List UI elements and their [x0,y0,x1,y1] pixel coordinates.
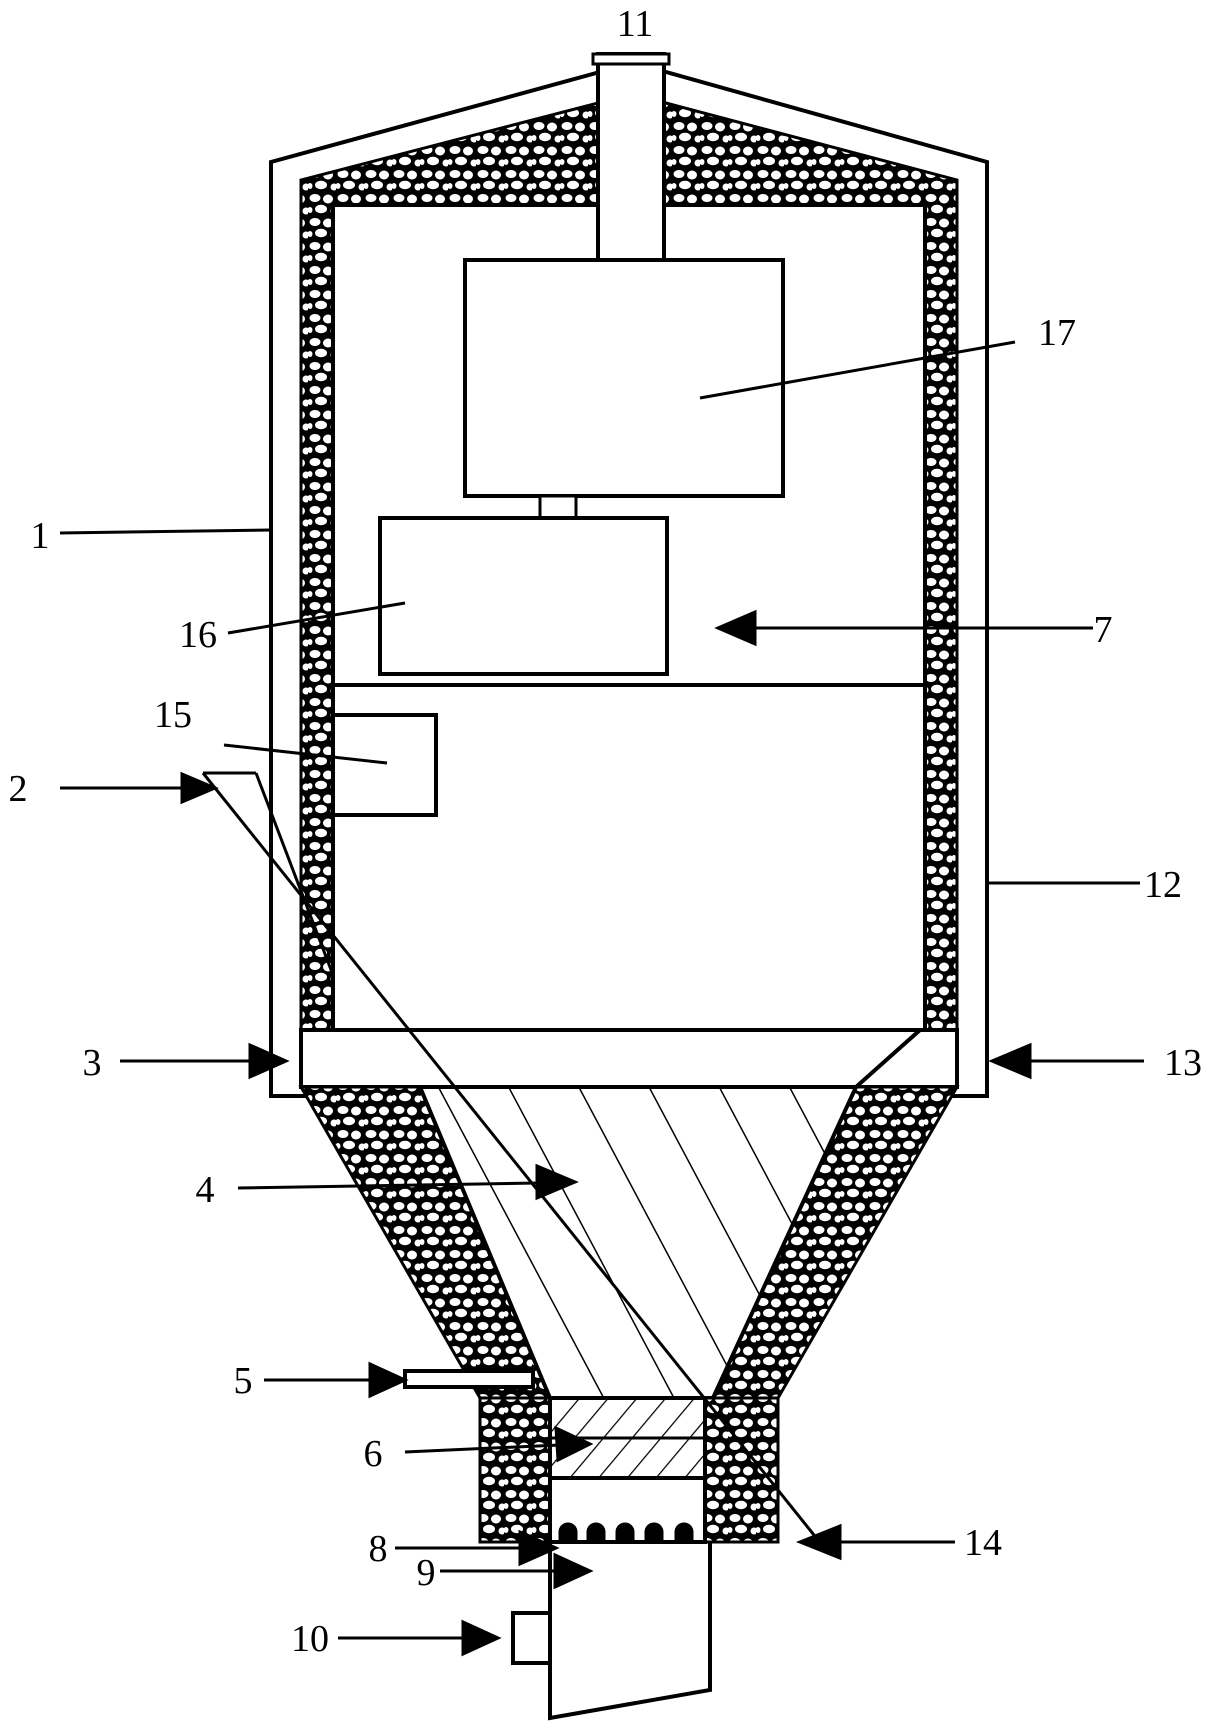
funnel-bed-boundary [854,1028,922,1089]
upper-unit [463,258,785,498]
label-10: 10 [291,1618,329,1660]
small-unit [331,713,438,817]
middle-unit [378,516,669,676]
label-7: 7 [1094,609,1113,651]
top-pipe-cap [591,52,671,66]
label-6: 6 [364,1433,383,1475]
heating-elements [558,1522,694,1542]
callouts [59,340,1144,1657]
label-8: 8 [369,1528,388,1570]
label-14: 14 [964,1522,1002,1564]
label-13: 13 [1164,1042,1202,1084]
label-1: 1 [31,515,50,557]
label-12: 12 [1144,864,1182,906]
label-5: 5 [234,1360,253,1402]
label-4: 4 [196,1169,215,1211]
side-inlet-pipe [403,1369,535,1389]
feed-tube-right-wall [254,772,335,976]
gas-inlet-band [299,1028,959,1089]
top-pipe [596,52,666,262]
label-3: 3 [83,1042,102,1084]
label-11: 11 [617,3,654,45]
label-16: 16 [179,614,217,656]
label-2: 2 [9,768,28,810]
label-15: 15 [154,694,192,736]
label-17: 17 [1038,312,1076,354]
unit-connector [538,494,578,520]
outlet-port [511,1611,552,1665]
label-9: 9 [417,1552,436,1594]
